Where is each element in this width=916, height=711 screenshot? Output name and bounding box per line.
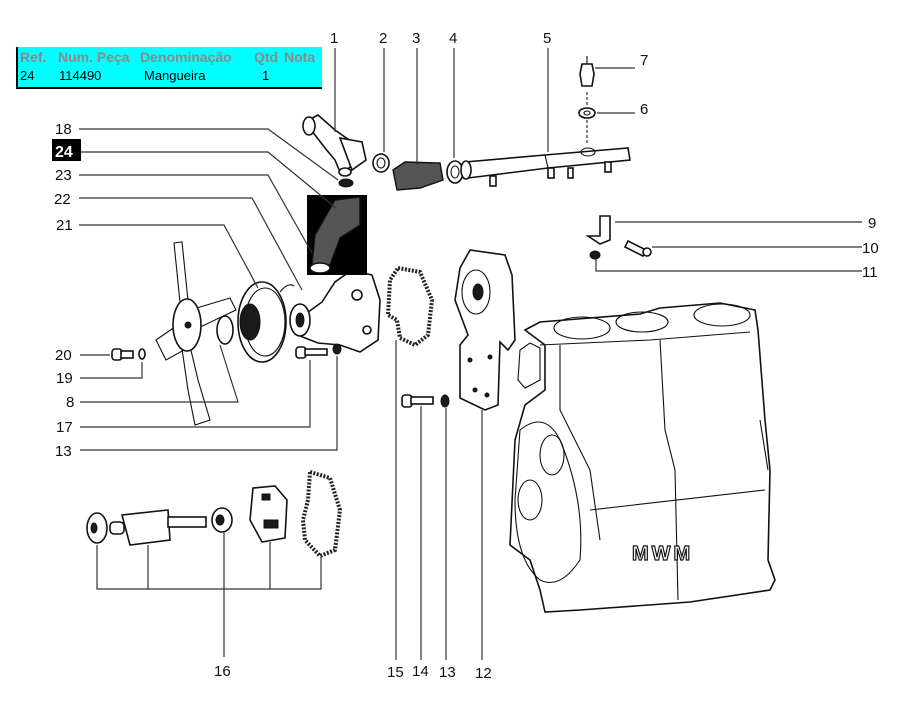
parts-table: Ref. Num. Peça Denominação Qtd Nota 24 1… <box>16 47 322 89</box>
part-4-clamp[interactable] <box>446 160 464 184</box>
callout-23[interactable]: 23 <box>55 167 72 184</box>
callout-24-highlight <box>52 139 81 161</box>
table-row[interactable]: 24 114490 Mangueira 1 <box>18 67 322 87</box>
callout-16[interactable]: 16 <box>214 663 231 680</box>
callout-20[interactable]: 20 <box>55 347 72 364</box>
callout-5[interactable]: 5 <box>543 30 551 47</box>
water-pump-body[interactable] <box>289 269 381 353</box>
part-12-pump-cover[interactable] <box>454 249 516 411</box>
part-1-thermostat-housing[interactable] <box>302 114 367 177</box>
part-17-bolt[interactable] <box>295 346 328 359</box>
part-13-washer-b[interactable] <box>440 394 450 408</box>
part-2-clamp[interactable] <box>372 153 390 173</box>
part-3-hose[interactable] <box>392 161 444 191</box>
callout-2[interactable]: 2 <box>379 30 387 47</box>
part-18-seal[interactable] <box>338 178 354 188</box>
callout-1[interactable]: 1 <box>330 30 338 47</box>
part-11-nut[interactable] <box>589 250 601 260</box>
part-19-washer[interactable] <box>138 348 146 360</box>
engine-block[interactable]: MWM <box>509 302 776 613</box>
callout-17[interactable]: 17 <box>56 419 73 436</box>
callout-4[interactable]: 4 <box>449 30 457 47</box>
callout-18[interactable]: 18 <box>55 121 72 138</box>
callout-12[interactable]: 12 <box>475 665 492 682</box>
cell-qtd: 1 <box>262 68 270 83</box>
cell-denominacao: Mangueira <box>144 68 206 83</box>
callouts: 1 2 3 4 5 7 6 9 10 11 18 24 23 22 21 20 … <box>52 30 879 682</box>
cell-ref: 24 <box>20 68 35 83</box>
leader-lines <box>79 48 862 660</box>
callout-22[interactable]: 22 <box>54 191 71 208</box>
callout-15[interactable]: 15 <box>387 664 404 681</box>
callout-8[interactable]: 8 <box>66 394 74 411</box>
callout-10[interactable]: 10 <box>862 240 879 257</box>
callout-19[interactable]: 19 <box>56 370 73 387</box>
callout-24[interactable]: 24 <box>55 144 73 161</box>
part-5-water-pipe[interactable] <box>460 147 631 187</box>
callout-13-bottom[interactable]: 13 <box>439 664 456 681</box>
part-13-washer-a[interactable] <box>332 343 342 355</box>
callout-3[interactable]: 3 <box>412 30 420 47</box>
callout-9[interactable]: 9 <box>868 215 876 232</box>
part-15-gasket[interactable] <box>385 265 435 348</box>
part-16-repair-kit[interactable] <box>86 469 343 559</box>
part-6-washer[interactable] <box>578 107 596 119</box>
part-10-bolt[interactable] <box>623 239 652 258</box>
part-9-bracket[interactable] <box>585 215 611 245</box>
part-7-temperature-sensor[interactable] <box>579 56 595 87</box>
part-24-hose-mangueira[interactable] <box>307 195 367 275</box>
part-21-pulley[interactable] <box>237 281 295 363</box>
header-ref: Ref. <box>20 49 47 65</box>
callout-14[interactable]: 14 <box>412 663 429 680</box>
header-denominacao: Denominação <box>140 49 232 65</box>
cell-num-peca: 114490 <box>59 68 102 83</box>
callout-7[interactable]: 7 <box>640 52 648 69</box>
callout-21[interactable]: 21 <box>56 217 73 234</box>
parts-table-header: Ref. Num. Peça Denominação Qtd Nota <box>18 47 322 67</box>
brand-mark-mwm: MWM <box>632 543 693 565</box>
header-qtd: Qtd <box>254 49 279 65</box>
part-8-fan[interactable] <box>155 241 237 426</box>
callout-13-left[interactable]: 13 <box>55 443 72 460</box>
callout-6[interactable]: 6 <box>640 101 648 118</box>
header-nota: Nota <box>284 49 316 65</box>
part-20-bolt[interactable] <box>111 348 134 361</box>
header-num-peca: Num. Peça <box>58 49 130 65</box>
callout-11[interactable]: 11 <box>862 264 878 281</box>
part-14-bolt[interactable] <box>401 394 434 408</box>
